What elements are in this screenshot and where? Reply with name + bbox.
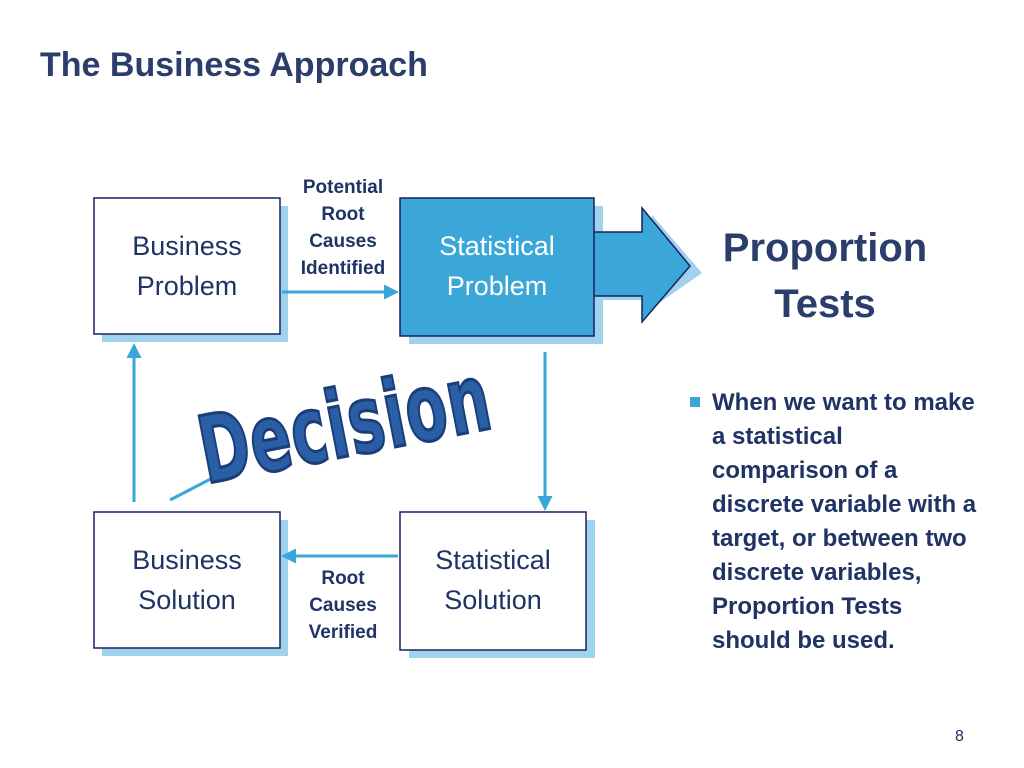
business-problem-line-1: Business xyxy=(132,231,242,261)
result-text: Proportion Tests xyxy=(690,220,960,332)
potential-label-line-4: Identified xyxy=(300,258,386,279)
statistical-problem-box xyxy=(399,197,595,337)
result-line-1: Proportion xyxy=(722,226,928,270)
potential-label-line-3: Causes xyxy=(309,231,377,252)
page-number: 8 xyxy=(955,728,964,745)
bullet-square-icon xyxy=(690,397,700,407)
verified-label-line-2: Causes xyxy=(309,595,377,616)
bullet-text: When we want to make a statistical compa… xyxy=(712,389,977,654)
potential-label-line-1: Potential xyxy=(302,177,384,198)
business-problem-box xyxy=(93,197,281,335)
business-solution-line-1: Business xyxy=(132,545,242,575)
statistical-solution-line-2: Solution xyxy=(444,585,542,615)
bullet-item: When we want to make a statistical compa… xyxy=(690,386,980,658)
potential-label-line-2: Root xyxy=(321,204,365,225)
statistical-solution-line-1: Statistical xyxy=(435,545,551,575)
business-problem-line-2: Problem xyxy=(136,271,238,301)
root-causes-verified-label: Root Causes Verified xyxy=(288,565,398,646)
arrow-to-decision xyxy=(169,468,231,502)
statistical-problem-label: Statistical Problem xyxy=(400,226,594,306)
verified-label-line-1: Root xyxy=(321,568,365,589)
statistical-problem-line-2: Problem xyxy=(446,271,548,301)
statistical-solution-label: Statistical Solution xyxy=(400,540,586,620)
statistical-problem-line-1: Statistical xyxy=(439,231,555,261)
result-arrow xyxy=(589,205,691,325)
business-solution-line-2: Solution xyxy=(138,585,236,615)
statistical-solution-box xyxy=(399,511,587,651)
business-solution-label: Business Solution xyxy=(94,540,280,620)
business-solution-box xyxy=(93,511,281,649)
verified-label-line-3: Verified xyxy=(308,622,378,643)
slide-title: The Business Approach xyxy=(40,46,428,84)
result-line-2: Tests xyxy=(774,282,876,326)
business-problem-label: Business Problem xyxy=(94,226,280,306)
potential-root-causes-label: Potential Root Causes Identified xyxy=(288,174,398,282)
